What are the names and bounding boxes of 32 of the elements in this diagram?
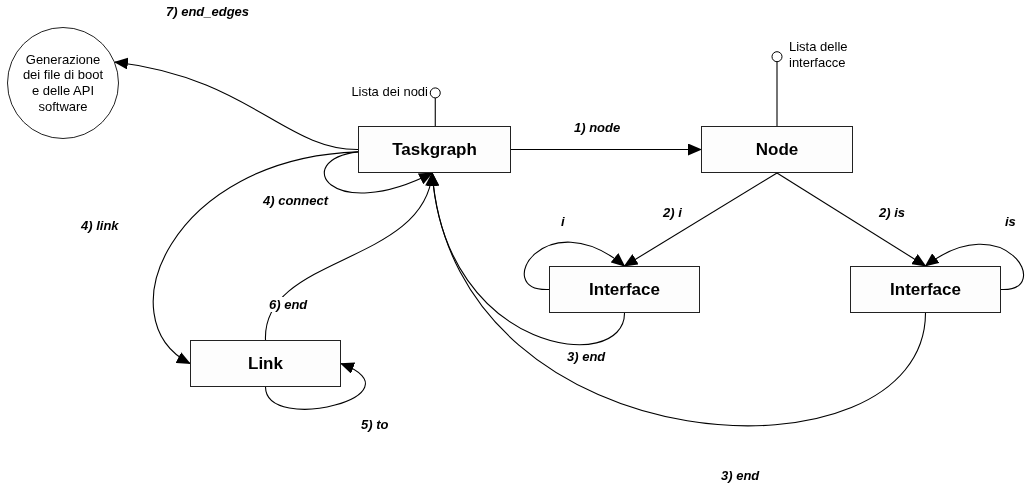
arrow [264,172,436,341]
interface-label: Lista delle interfacce [789,38,879,72]
edge-label: 3) end [566,349,607,364]
interface-label: Lista dei nodi [328,83,428,101]
process-box: Taskgraph [358,126,511,173]
arrow [323,151,434,194]
arrow [510,143,702,156]
arrow [623,172,778,267]
arrow [524,241,626,291]
edge-label: 2) i [662,205,683,220]
process-box: Node [701,126,853,173]
edge-label: 1) node [573,120,622,135]
process-box: Interface [549,266,700,313]
edge-label: 6) end [268,297,309,312]
edge-label: 4) connect [262,193,329,208]
edge-label: is [1004,214,1017,229]
process-box: Interface [850,266,1001,313]
arrow [264,362,366,410]
edge-label: 7) end_edges [165,4,251,19]
edge-label: 3) end [720,468,761,483]
edge-label: 4) link [80,218,120,233]
arrow [924,243,1024,291]
interface-lollipop [429,87,441,127]
edge-label: 5) to [360,417,390,432]
interface-lollipop [771,51,783,127]
process-box: Link [190,340,341,387]
edge-label: i [560,214,566,229]
arrow [776,172,927,267]
arrow [153,151,359,365]
process-circle: Generazione dei file di boot e delle API software [7,27,119,139]
arrow [113,58,359,151]
edge-label: 2) is [878,205,906,220]
